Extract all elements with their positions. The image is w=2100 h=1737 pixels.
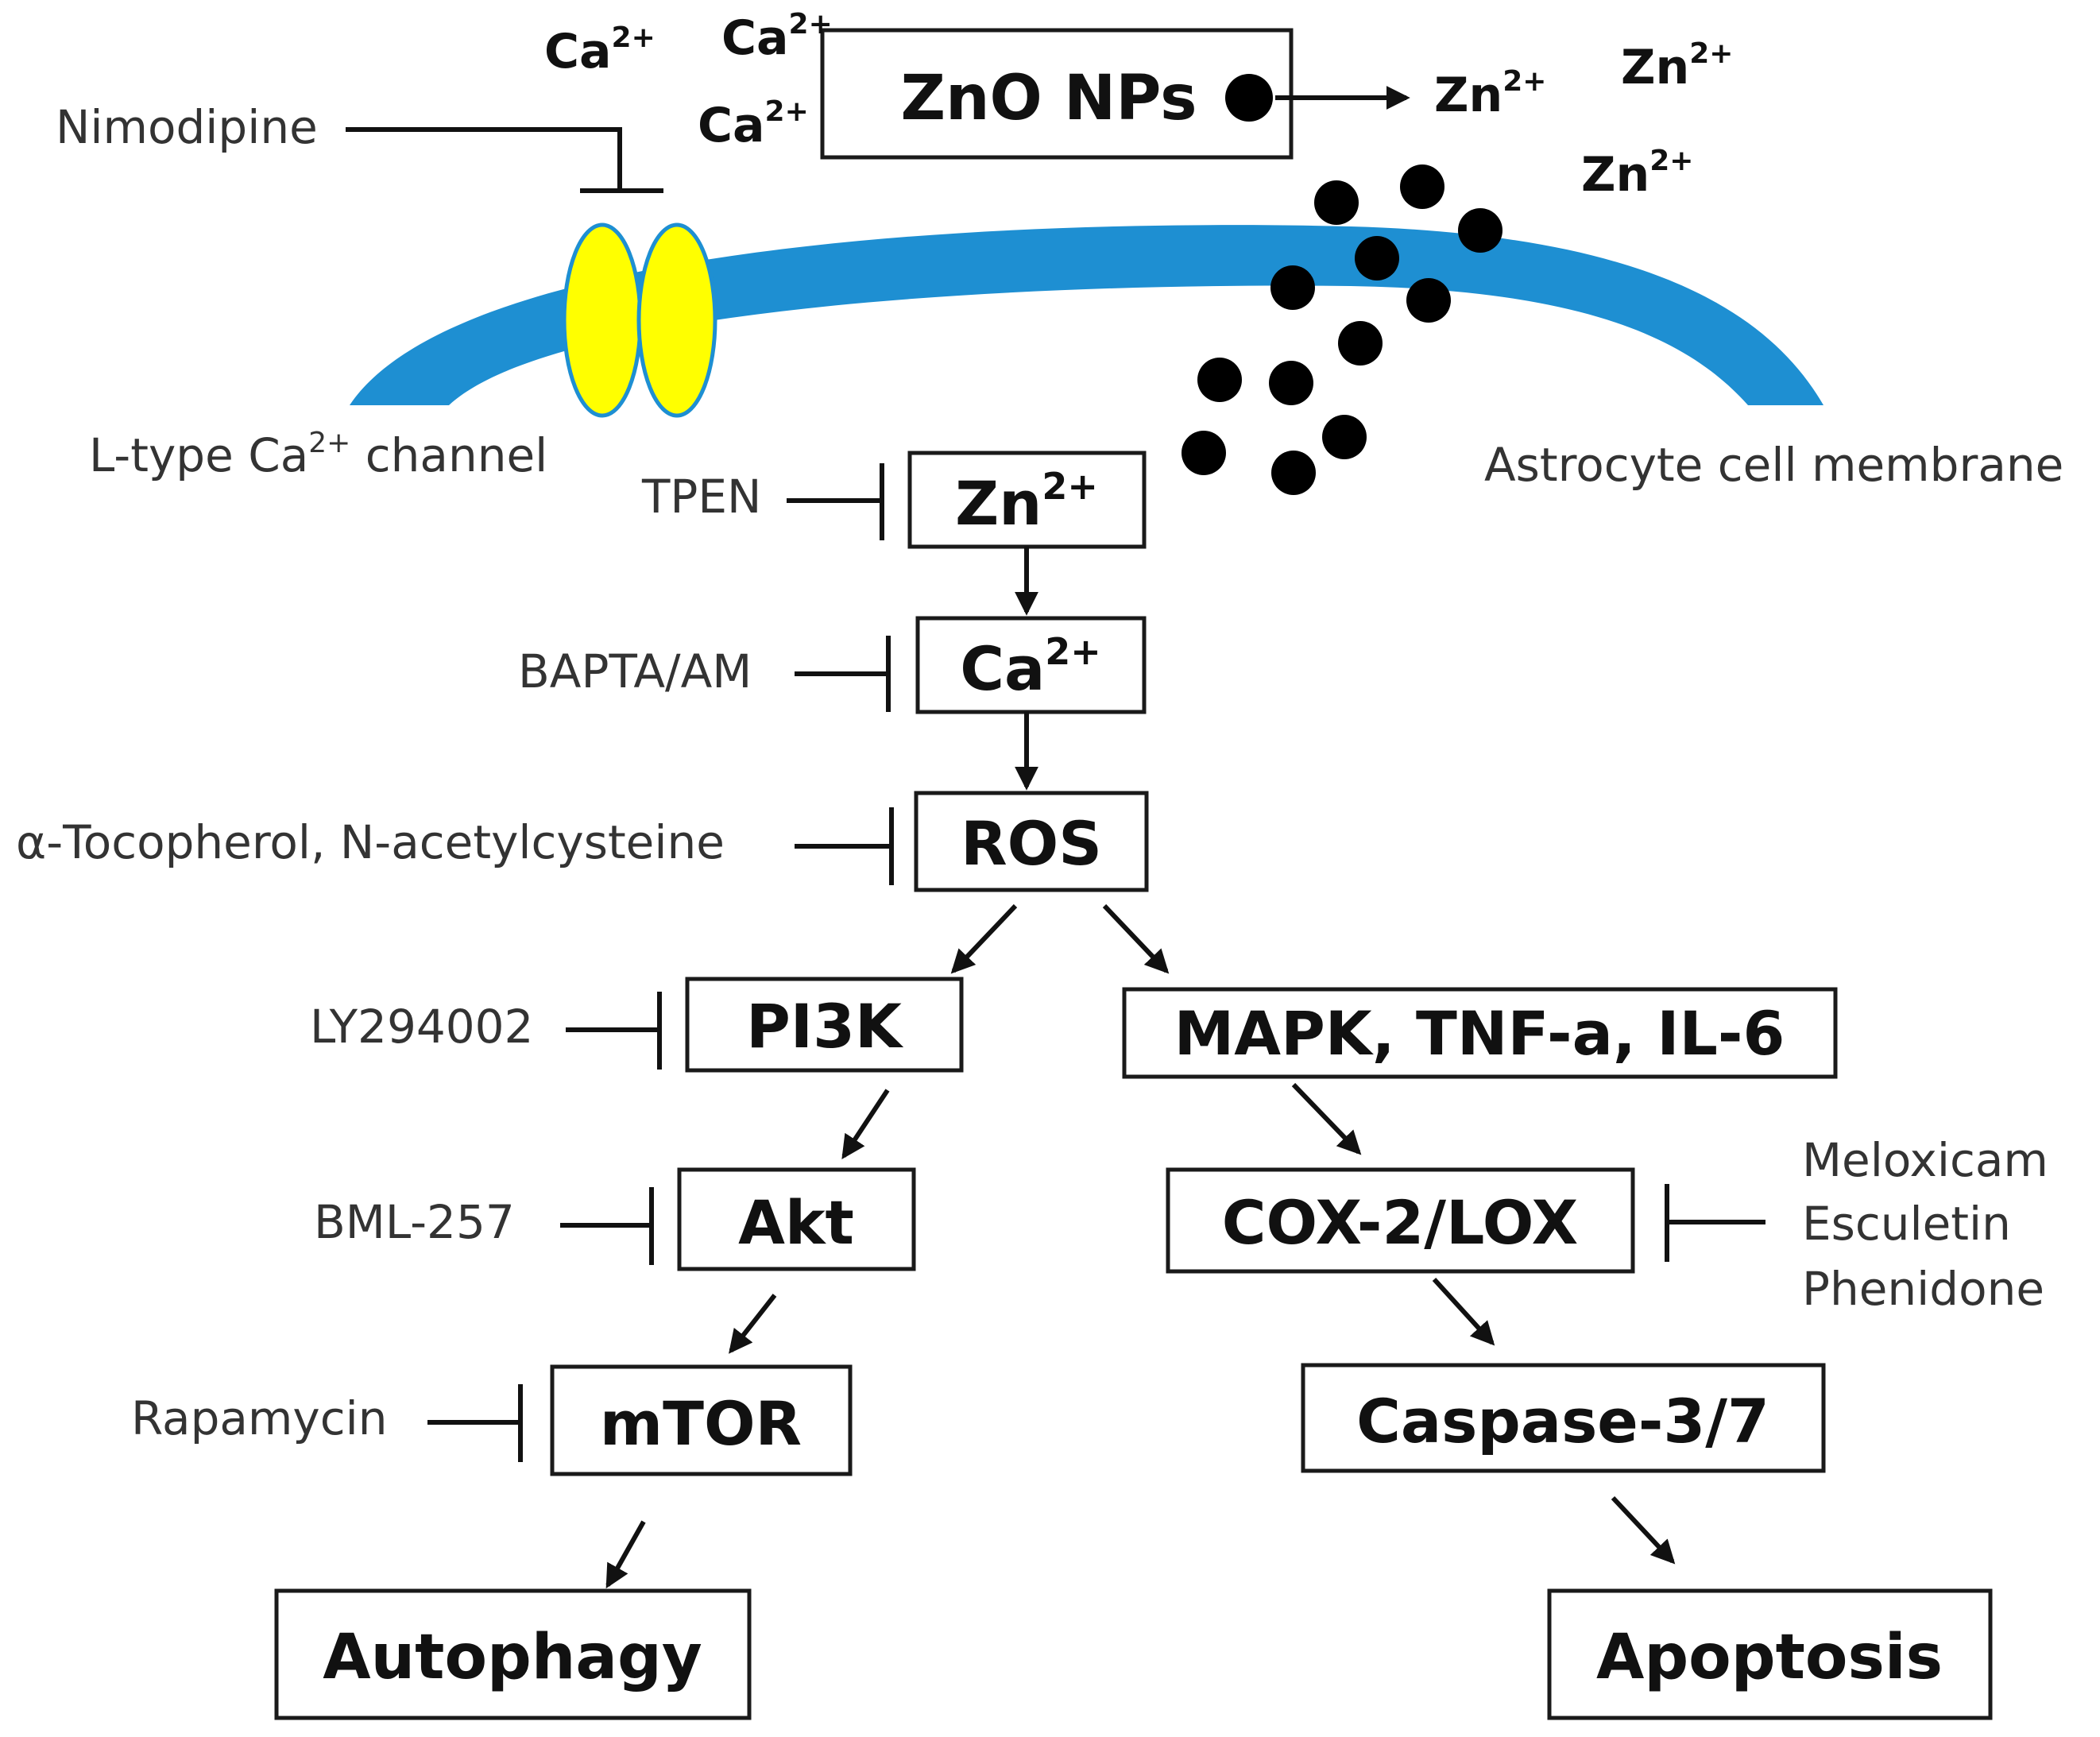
svg-text:ROS: ROS (961, 808, 1102, 879)
svg-text:MAPK, TNF-a, IL-6: MAPK, TNF-a, IL-6 (1174, 998, 1785, 1069)
inhibitor-tpen: TPEN (641, 470, 761, 524)
ros-to-mapk-arrow (1102, 903, 1170, 974)
inhibitor-ly294002: LY294002 (310, 1000, 533, 1054)
channel-subunit-left (562, 222, 643, 418)
svg-text:Akt: Akt (738, 1187, 854, 1258)
inhibitor-bapta-am: BAPTA/AM (518, 644, 752, 698)
zn-particle (1271, 451, 1316, 495)
zno-nps-label: ZnO NPs (900, 63, 1197, 134)
svg-text:Autophagy: Autophagy (323, 1622, 702, 1693)
mtor-node: mTOR (550, 1364, 853, 1476)
zn-particle (1406, 278, 1451, 323)
svg-text:Caspase-3/7: Caspase-3/7 (1356, 1386, 1769, 1457)
channel-label: L-type Ca2+ channel (89, 427, 547, 482)
svg-text:COX-2/LOX: COX-2/LOX (1222, 1187, 1578, 1258)
inhibitor-esculetin: Esculetin (1802, 1197, 2011, 1251)
ca-node: Ca2+ (915, 616, 1147, 714)
zn-node: Zn2+ (907, 451, 1147, 549)
apoptosis-node: Apoptosis (1547, 1588, 1993, 1720)
zn-particle (1458, 208, 1502, 253)
channel-subunit-right (636, 222, 717, 418)
mtor-to-autophagy-arrow (605, 1520, 646, 1589)
inhibitor-rapamycin: Rapamycin (131, 1391, 388, 1445)
svg-text:Ca2+: Ca2+ (960, 630, 1101, 704)
inhibitor-bml-257: BML-257 (314, 1195, 515, 1249)
svg-text:Zn2+: Zn2+ (955, 465, 1098, 539)
ion-ca: Ca2+ (544, 21, 656, 79)
mapk-node: MAPK, TNF-a, IL-6 (1122, 987, 1838, 1079)
inhibitor-antioxidants: α-Tocopherol, N-acetylcysteine (16, 815, 725, 869)
zn-particle (1197, 358, 1242, 402)
inhibitor-nimodipine: Nimodipine (56, 100, 318, 154)
mapk-to-cox-arrow (1291, 1082, 1362, 1155)
ros-node: ROS (914, 791, 1149, 892)
autophagy-node: Autophagy (274, 1588, 752, 1720)
zn-particle (1314, 180, 1359, 225)
pi3k-node: PI3K (685, 977, 964, 1073)
svg-text:Apoptosis: Apoptosis (1596, 1622, 1943, 1693)
nimodipine-inhibition-line (346, 127, 622, 189)
inhibitor-meloxicam: Meloxicam (1802, 1133, 2048, 1187)
akt-node: Akt (677, 1167, 916, 1271)
cell-membrane (350, 225, 1823, 405)
caspase-node: Caspase-3/7 (1301, 1363, 1826, 1473)
zn-particle (1269, 361, 1313, 405)
ion-ca: Ca2+ (698, 95, 809, 153)
cox-lox-node: COX-2/LOX (1166, 1167, 1635, 1274)
membrane-label: Astrocyte cell membrane (1484, 438, 2063, 492)
l-type-ca-channel (562, 222, 717, 418)
zno-particle-icon (1225, 74, 1273, 122)
zn-particle (1181, 431, 1226, 475)
pi3k-to-akt-arrow (841, 1089, 890, 1160)
zn-particle-cluster (1181, 164, 1502, 495)
ros-to-pi3k-arrow (950, 903, 1018, 974)
cox-to-caspase-arrow (1432, 1277, 1495, 1346)
caspase-to-apoptosis-arrow (1611, 1495, 1676, 1565)
ion-zn: Zn2+ (1581, 145, 1693, 203)
zn-particle (1322, 415, 1367, 459)
svg-text:mTOR: mTOR (600, 1388, 802, 1459)
ion-zn: Zn2+ (1434, 65, 1546, 123)
zn-particle (1400, 164, 1444, 209)
inhibitor-phenidone: Phenidone (1802, 1262, 2044, 1316)
zn-particle (1338, 321, 1383, 366)
zn-particle (1355, 236, 1399, 280)
ion-ca: Ca2+ (721, 8, 833, 66)
zn-particle (1270, 265, 1315, 310)
svg-text:PI3K: PI3K (746, 991, 904, 1062)
zno-nps-node: ZnO NPs (820, 28, 1294, 160)
ion-zn: Zn2+ (1621, 37, 1733, 95)
akt-to-mtor-arrow (729, 1294, 777, 1354)
